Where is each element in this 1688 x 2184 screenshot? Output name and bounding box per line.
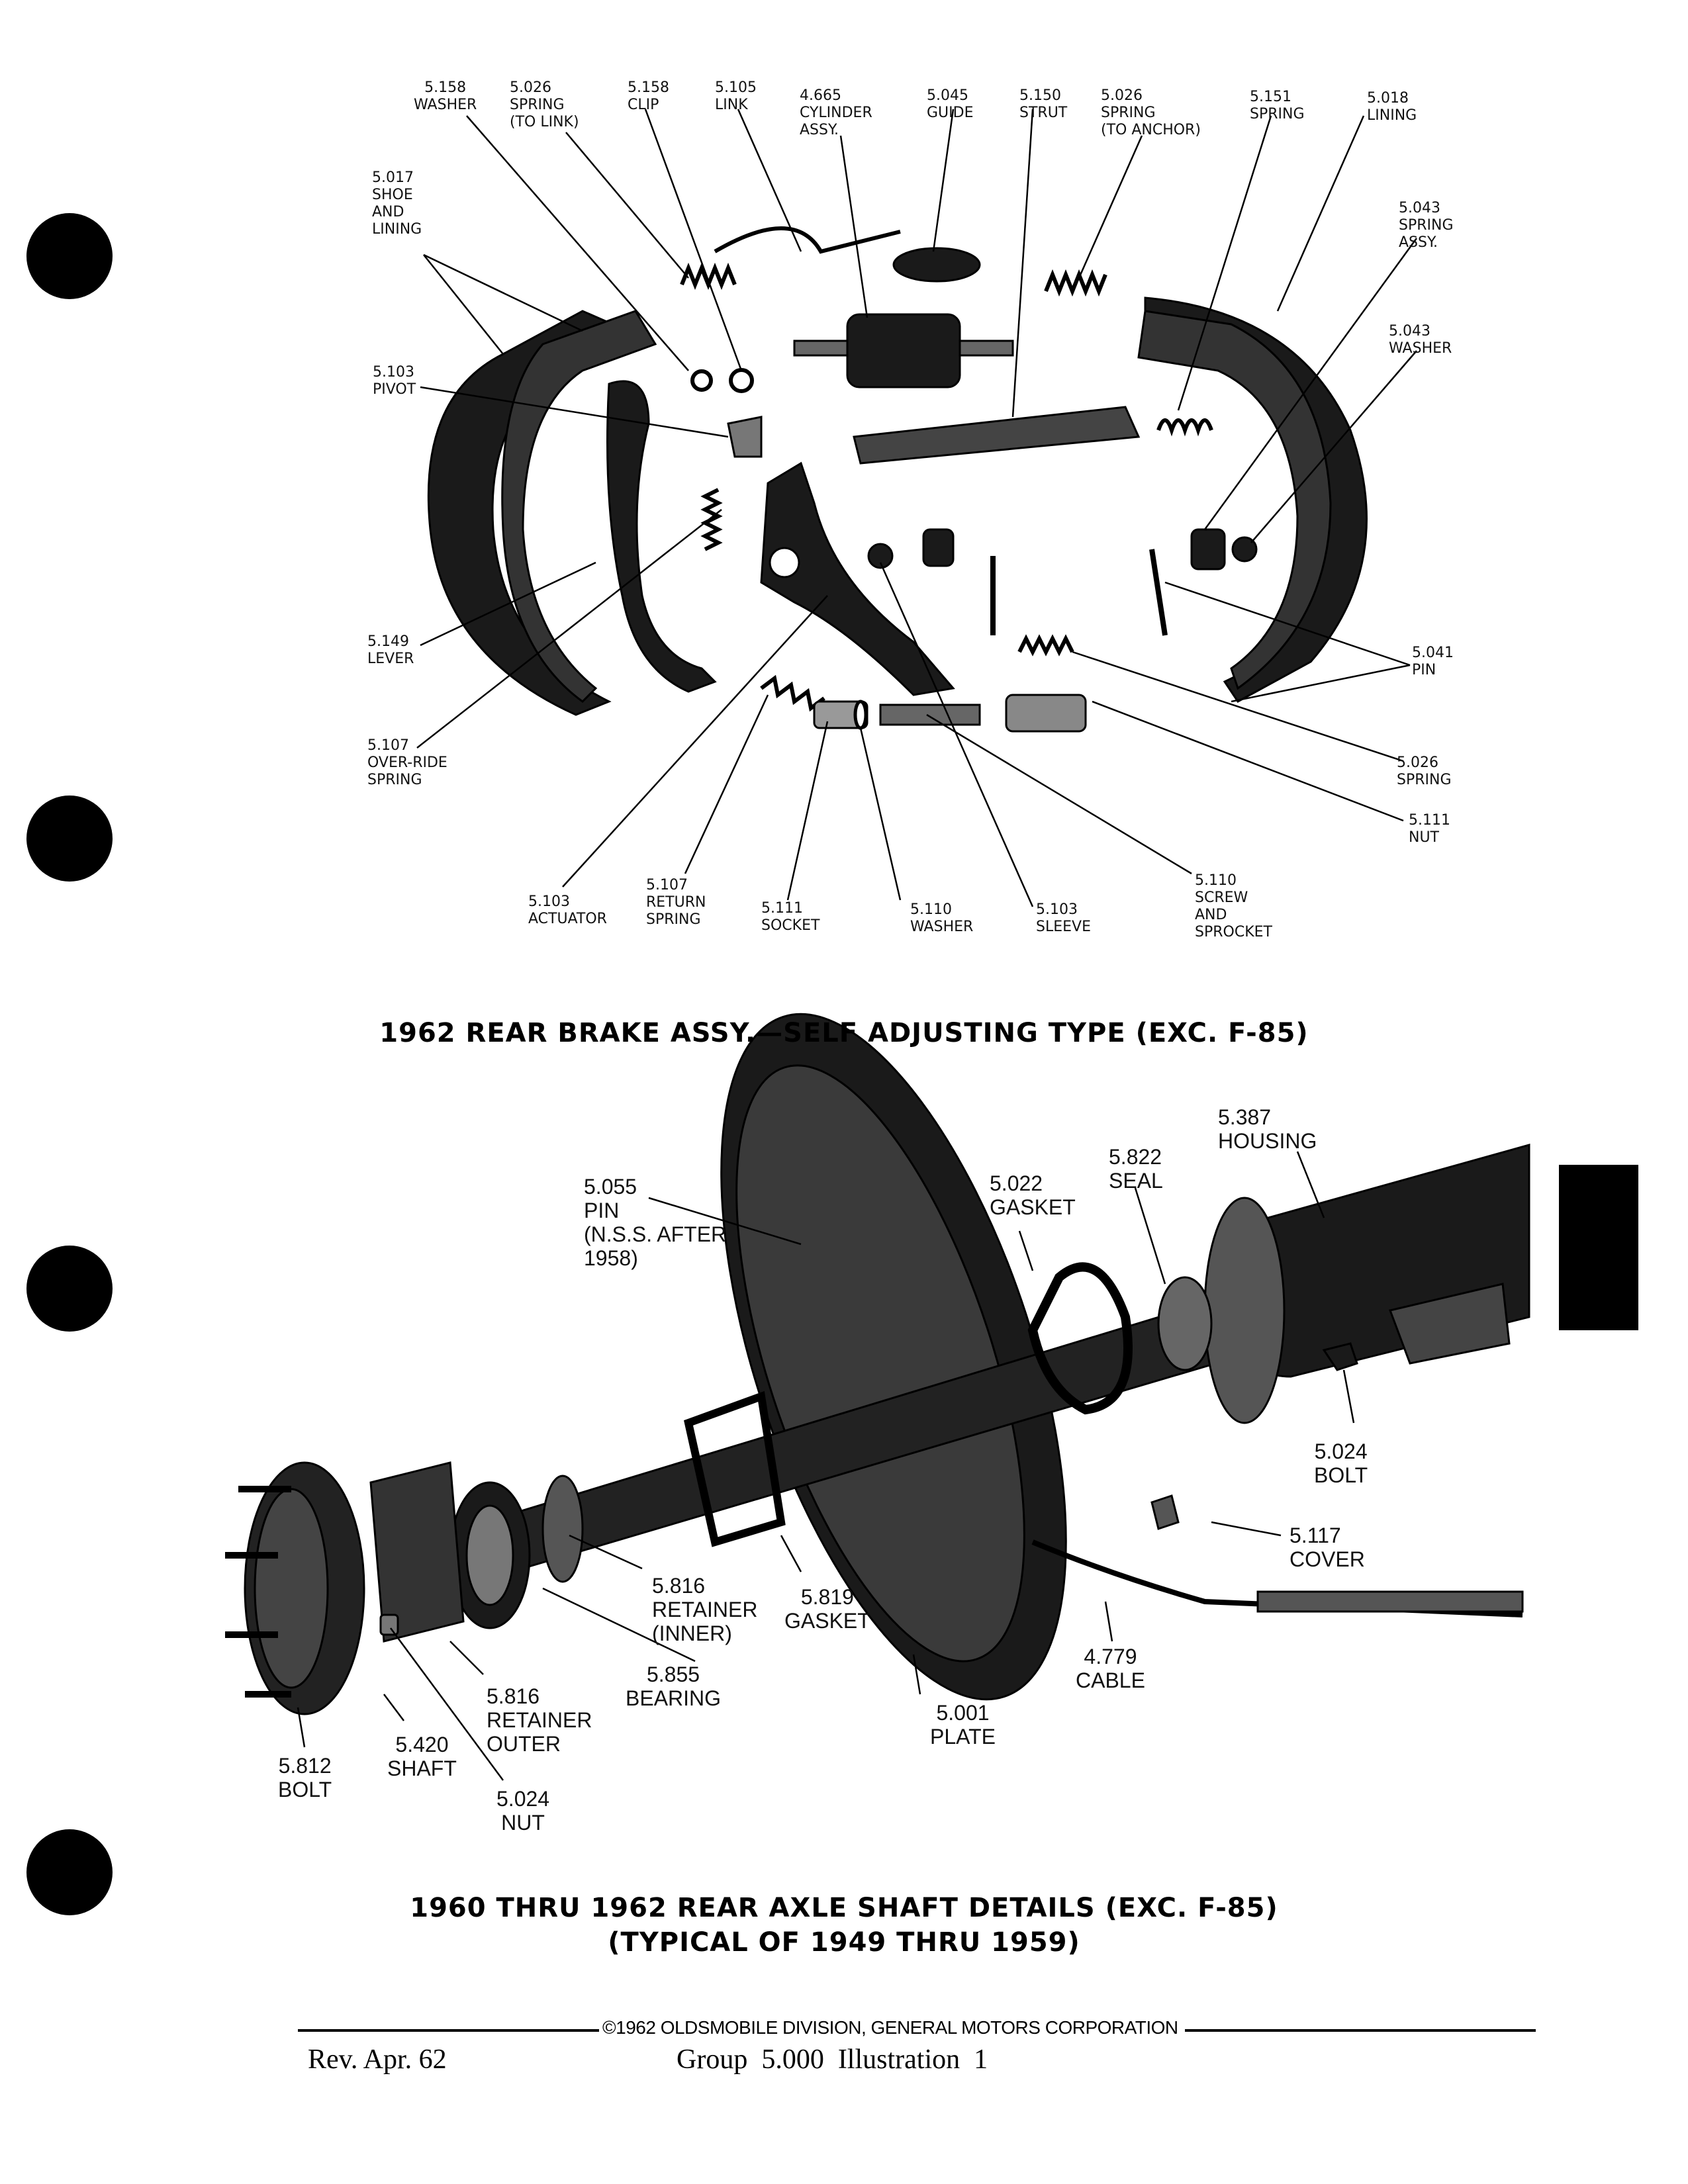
right-shoe-web (1137, 310, 1332, 690)
callout-washer-5158: 5.158 WASHER (414, 79, 477, 113)
outer-retainer-plate (369, 1461, 465, 1643)
bearing-race (465, 1504, 514, 1606)
plate-gasket (684, 1390, 786, 1547)
oil-seal (1157, 1276, 1213, 1371)
copyright-notice: ©1962 OLDSMOBILE DIVISION, GENERAL MOTOR… (602, 2017, 1178, 2038)
left-brake-shoe (427, 310, 638, 716)
washer-5043-part (1231, 536, 1258, 563)
callout-washer-5043: 5.043 WASHER (1389, 323, 1452, 357)
callout-housing: 5.387 HOUSING (1218, 1105, 1317, 1153)
rear-axle-leader-lines (297, 1151, 1355, 1781)
rear-axle-drawing (225, 1013, 1530, 1715)
punch-hole-2 (26, 796, 113, 882)
guide-plate (892, 247, 981, 283)
callout-cable: 4.779 CABLE (1076, 1645, 1145, 1692)
sleeve-part (867, 543, 894, 569)
rear-brake-assembly-drawing (427, 226, 1368, 733)
callout-cylinder-assy: 4.665 CYLINDER ASSY. (800, 87, 872, 138)
callout-link: 5.105 LINK (715, 79, 757, 113)
cable-conduit (1256, 1590, 1524, 1613)
nut-5024-part (379, 1614, 399, 1636)
callout-socket: 5.111 SOCKET (761, 900, 820, 934)
group-illustration-id: Group 5.000 Illustration 1 (677, 2044, 988, 2075)
spring-cup (1190, 528, 1226, 570)
parking-brake-cable (1031, 1539, 1523, 1617)
footer-rule-right (1185, 2029, 1536, 2032)
callout-cover: 5.117 COVER (1289, 1524, 1365, 1571)
inner-retainer-ring (541, 1475, 584, 1583)
callout-gasket-5022: 5.022 GASKET (990, 1171, 1076, 1219)
callout-pin-5055: 5.055 PIN (N.S.S. AFTER 1958) (584, 1175, 727, 1270)
callout-nut-5111: 5.111 NUT (1409, 812, 1450, 846)
callout-plate: 5.001 PLATE (930, 1701, 996, 1749)
callout-guide: 5.045 GUIDE (927, 87, 974, 121)
callout-screw-and-sprocket: 5.110 SCREW AND SPROCKET (1195, 872, 1272, 940)
callout-gasket-5819: 5.819 GASKET (784, 1585, 870, 1633)
axle-flange-face (254, 1488, 329, 1689)
punch-hole-4 (26, 1829, 113, 1915)
rear-axle-caption-line-1: 1960 THRU 1962 REAR AXLE SHAFT DETAILS (… (410, 1893, 1278, 1923)
hold-down-pin-right (1149, 549, 1168, 636)
pivot-part (727, 416, 763, 458)
backing-plate-face (735, 1064, 1025, 1662)
housing-flange (1203, 1197, 1286, 1424)
callout-pin-5041: 5.041 PIN (1412, 645, 1454, 678)
cylinder-pushrod-right (959, 340, 1014, 357)
callout-spring-5151: 5.151 SPRING (1250, 89, 1305, 122)
cover-part (1150, 1494, 1180, 1530)
housing-bracket (1388, 1283, 1511, 1365)
clip-part (729, 368, 754, 393)
actuator (760, 461, 955, 696)
punch-hole-3 (26, 1246, 113, 1332)
callout-clip: 5.158 CLIP (628, 79, 669, 113)
rear-brake-caption: 1962 REAR BRAKE ASSY.—SELF ADJUSTING TYP… (379, 1018, 1309, 1048)
bolt-5024-part (1322, 1342, 1358, 1371)
callout-spring-5026: 5.026 SPRING (1397, 754, 1452, 788)
callout-washer-5110: 5.110 WASHER (910, 901, 974, 935)
callout-pivot: 5.103 PIVOT (373, 364, 416, 398)
wheel-studs (225, 1486, 291, 1698)
callout-lining: 5.018 LINING (1367, 90, 1417, 124)
revision-date: Rev. Apr. 62 (308, 2044, 447, 2075)
callout-bolt-5024: 5.024 BOLT (1314, 1439, 1368, 1487)
punch-hole-1 (26, 213, 113, 299)
callout-shaft: 5.420 SHAFT (387, 1733, 457, 1780)
callout-spring-to-anchor: 5.026 SPRING (TO ANCHOR) (1101, 87, 1201, 138)
rear-brake-leader-lines (416, 109, 1418, 907)
adjuster-nut (1005, 694, 1087, 733)
housing-gasket (1027, 1262, 1133, 1415)
callout-shoe-and-lining: 5.017 SHOE AND LINING (372, 169, 422, 238)
section-thumb-tab (1559, 1165, 1638, 1330)
adjuster-screw (879, 704, 981, 726)
callout-retainer-inner: 5.816 RETAINER (INNER) (652, 1574, 758, 1645)
actuator-hole (769, 547, 800, 578)
callout-nut-5024: 5.024 NUT (496, 1787, 550, 1835)
callout-bolt-5812: 5.812 BOLT (278, 1754, 332, 1801)
callout-return-spring: 5.107 RETURN SPRING (646, 877, 706, 928)
callout-bearing: 5.855 BEARING (626, 1662, 722, 1710)
callout-retainer-outer: 5.816 RETAINER OUTER (487, 1684, 592, 1756)
callout-actuator: 5.103 ACTUATOR (528, 893, 607, 927)
wheel-cylinder (846, 313, 961, 388)
callout-strut: 5.150 STRUT (1019, 87, 1068, 121)
strut (853, 406, 1141, 465)
callout-lever: 5.149 LEVER (367, 633, 414, 667)
left-shoe-web (501, 310, 657, 703)
washer-5158-part (690, 369, 713, 392)
lever (606, 380, 717, 693)
callout-spring-assy: 5.043 SPRING ASSY. (1399, 200, 1454, 251)
callout-sleeve: 5.103 SLEEVE (1036, 901, 1091, 935)
cylinder-pushrod-left (793, 340, 849, 357)
washer-5110-part (853, 700, 868, 730)
rear-axle-caption-line-2: (TYPICAL OF 1949 THRU 1959) (608, 1927, 1080, 1958)
springs (680, 226, 1213, 712)
callout-seal: 5.822 SEAL (1109, 1145, 1163, 1193)
hold-down-cup (922, 528, 955, 567)
footer-rule-left (298, 2029, 599, 2032)
callout-override-spring: 5.107 OVER-RIDE SPRING (367, 737, 447, 788)
callout-spring-to-link: 5.026 SPRING (TO LINK) (510, 79, 579, 130)
